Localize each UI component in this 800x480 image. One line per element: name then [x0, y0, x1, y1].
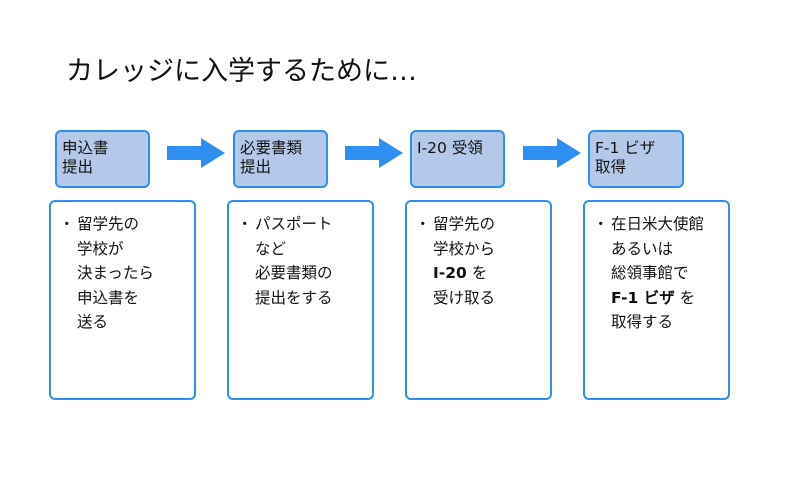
bullet: ・	[59, 215, 75, 233]
description-box-i20: ・留学先の 学校から I-20 を 受け取る	[405, 200, 552, 400]
description-box-application: ・留学先の 学校が 決まったら 申込書を 送る	[49, 200, 196, 400]
right-arrow-icon	[167, 138, 225, 168]
step-application-submission: 申込書 提出	[55, 130, 150, 188]
bullet: ・	[237, 215, 253, 233]
description-line: 決まったら	[77, 264, 154, 282]
description-line: 申込書を	[77, 288, 140, 307]
right-arrow-icon	[523, 138, 581, 168]
description-line: など	[255, 239, 287, 258]
right-arrow-icon	[345, 138, 403, 168]
page-title: カレッジに入学するために…	[66, 56, 417, 87]
description-line: 受け取る	[433, 288, 496, 307]
step-documents-submission: 必要書類 提出	[233, 130, 328, 188]
bullet: ・	[593, 215, 609, 233]
description-line: 学校から	[433, 239, 496, 258]
description-line: 必要書類の	[255, 264, 333, 282]
description-box-documents: ・パスポート など 必要書類の 提出をする	[227, 200, 374, 400]
emphasis-text: F-1 ビザ	[611, 288, 675, 307]
description-line: F-1 ビザ を	[611, 288, 696, 307]
description-line: ・パスポート	[237, 212, 372, 237]
step-label-line: I-20 受領	[417, 139, 483, 157]
description-line: I-20 を	[433, 264, 488, 282]
step-i20-receipt: I-20 受領	[410, 130, 505, 188]
description-line: 提出をする	[255, 288, 333, 307]
description-line: 総領事館で	[611, 264, 689, 282]
description-line: ・留学先の	[59, 212, 194, 237]
description-line: ・留学先の	[415, 212, 550, 237]
step-label-line: F-1 ビザ	[595, 139, 656, 157]
description-line: 送る	[77, 313, 109, 331]
description-box-f1-visa: ・在日米大使館 あるいは 総領事館で F-1 ビザ を 取得する	[583, 200, 730, 400]
step-label-line: 申込書	[62, 139, 109, 157]
step-label-line: 提出	[62, 158, 94, 176]
description-line: あるいは	[611, 239, 674, 258]
bullet: ・	[415, 215, 431, 233]
step-label-line: 必要書類	[240, 139, 303, 157]
step-label-line: 提出	[240, 158, 272, 176]
description-line: 取得する	[611, 313, 674, 331]
description-line: 学校が	[77, 239, 124, 258]
description-line: ・在日米大使館	[593, 212, 728, 237]
step-label-line: 取得	[595, 158, 627, 176]
emphasis-text: I-20	[433, 264, 467, 282]
step-f1-visa: F-1 ビザ 取得	[588, 130, 684, 188]
